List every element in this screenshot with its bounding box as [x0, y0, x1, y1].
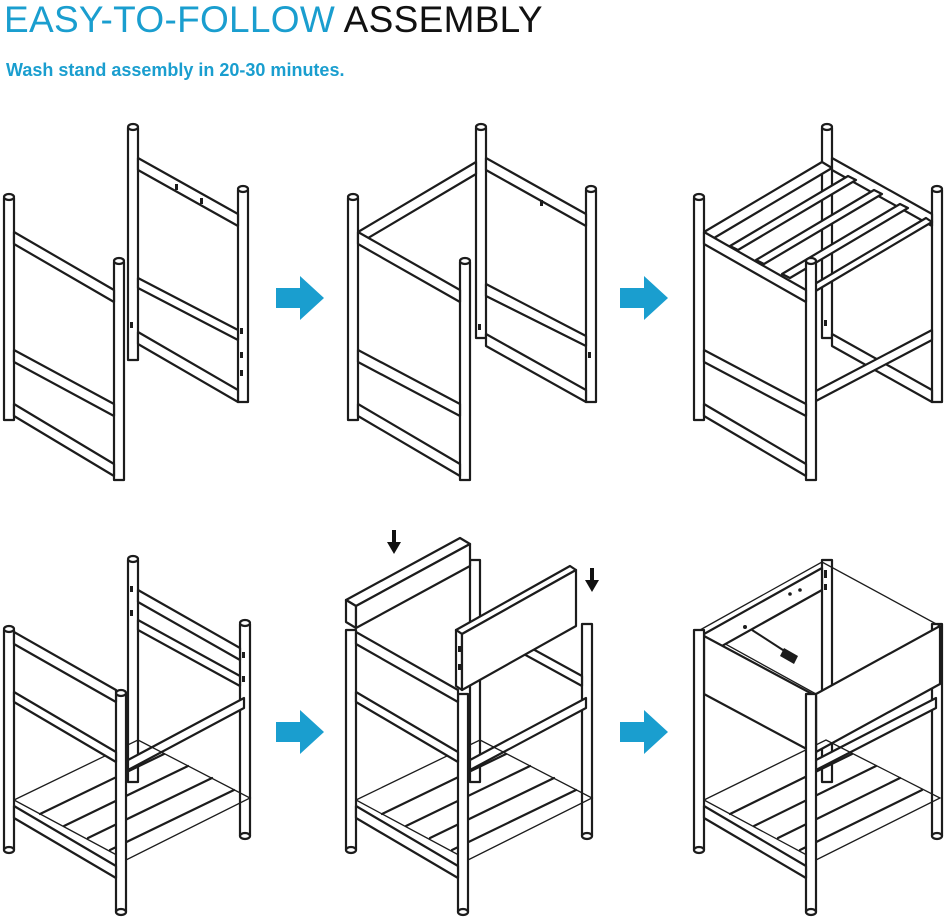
step-5-illustration: [344, 530, 599, 917]
step-1-illustration: [2, 122, 250, 482]
side-panel: [454, 564, 578, 692]
step-6-illustration: [692, 558, 944, 917]
step-1-front-frame: [2, 192, 126, 482]
right-arrow-icon: [620, 710, 668, 754]
screwdriver-icon: [743, 625, 798, 664]
step-1-back-frame: [126, 122, 250, 404]
title-accent: EASY-TO-FOLLOW: [4, 0, 336, 40]
right-arrow-icon: [276, 710, 324, 754]
right-arrow-icon: [620, 276, 668, 320]
step-2-illustration: [346, 122, 598, 482]
down-arrow-icon: [387, 530, 401, 554]
down-arrow-icon: [585, 568, 599, 592]
back-panel: [344, 536, 472, 630]
step-4-illustration: [2, 554, 252, 917]
title-rest: ASSEMBLY: [343, 0, 543, 40]
page-subtitle: Wash stand assembly in 20-30 minutes.: [6, 60, 345, 80]
step-3-illustration: [692, 122, 944, 482]
page-title: EASY-TO-FOLLOW ASSEMBLY: [4, 0, 543, 42]
right-arrow-icon: [276, 276, 324, 320]
